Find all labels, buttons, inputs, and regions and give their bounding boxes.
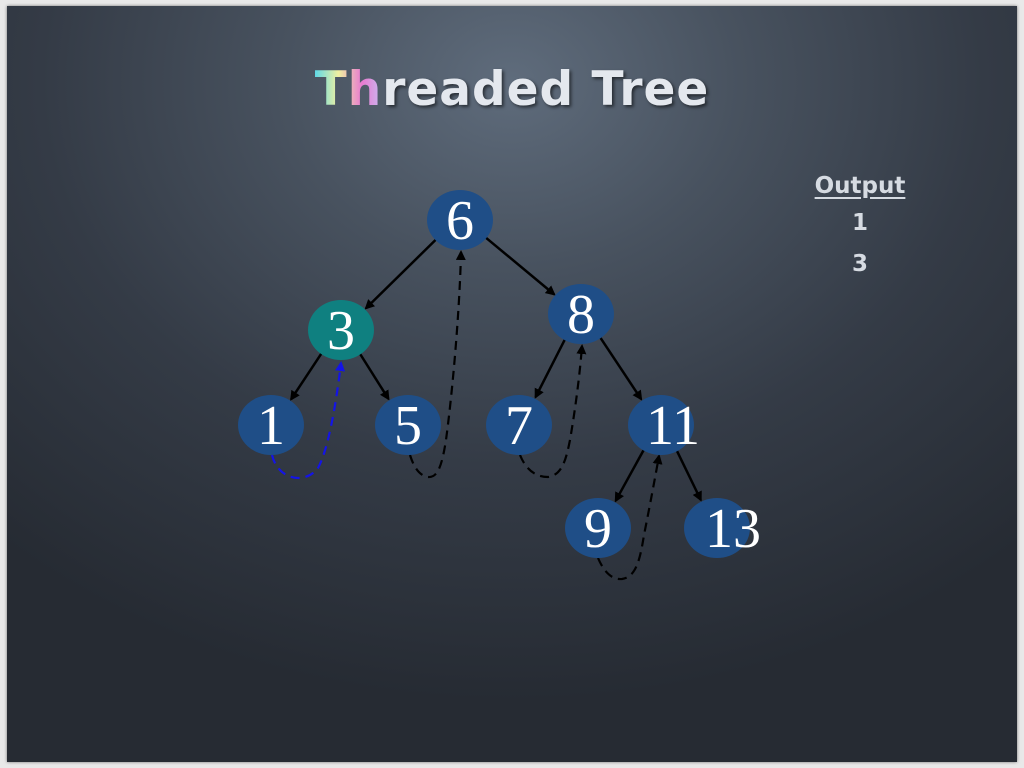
node-circle [486, 395, 552, 455]
tree-edge-6-3 [364, 238, 438, 310]
thread-links [270, 250, 663, 581]
thread-9-11 [596, 454, 663, 581]
tree-node-7: 7 [486, 395, 552, 457]
thread-1-3-active [270, 361, 346, 479]
node-label: 8 [567, 284, 595, 346]
node-label: 11 [646, 395, 700, 457]
node-label: 9 [584, 498, 612, 560]
tree-edge-11-9 [614, 448, 646, 503]
output-panel: Output 1 3 [797, 169, 923, 285]
node-circle [684, 498, 750, 558]
thread-7-8 [518, 344, 587, 479]
output-value: 3 [851, 251, 868, 277]
node-label: 5 [394, 395, 422, 457]
node-circle [565, 498, 631, 558]
tree-edge-6-8 [484, 236, 556, 296]
tree-node-11: 11 [628, 395, 700, 457]
tree-node-3-current: 3 [308, 300, 374, 362]
tree-edge-3-1 [290, 351, 324, 401]
node-circle [375, 395, 441, 455]
output-value: 1 [851, 210, 868, 236]
tree-nodes: 6 3 8 1 5 7 11 9 13 [238, 190, 761, 560]
node-circle [628, 395, 694, 455]
thread-5-6 [408, 250, 466, 479]
node-label: 3 [327, 300, 355, 362]
node-label: 6 [446, 190, 474, 252]
node-label: 1 [257, 395, 285, 457]
node-circle [238, 395, 304, 455]
node-circle [427, 190, 493, 250]
tree-node-13: 13 [684, 498, 761, 560]
tree-node-9: 9 [565, 498, 631, 560]
tree-edges [290, 236, 702, 503]
node-circle [308, 300, 374, 360]
node-circle [548, 284, 614, 344]
output-heading: Output [814, 173, 906, 199]
tree-edge-3-5 [358, 352, 390, 401]
node-label: 13 [705, 498, 761, 560]
tree-node-1: 1 [238, 395, 304, 457]
threaded-tree-diagram: 6 3 8 1 5 7 11 9 13 [238, 190, 761, 581]
title-first-letters: Th [314, 62, 383, 117]
slide-title: Threaded Tree [7, 62, 1017, 117]
title-rest: readed Tree [382, 62, 710, 117]
node-label: 7 [505, 395, 533, 457]
tree-node-8: 8 [548, 284, 614, 346]
tree-node-5: 5 [375, 395, 441, 457]
tree-edge-8-7 [534, 337, 567, 399]
tree-edge-8-11 [598, 336, 643, 401]
tree-edge-11-13 [675, 449, 702, 502]
tree-node-6: 6 [427, 190, 493, 252]
